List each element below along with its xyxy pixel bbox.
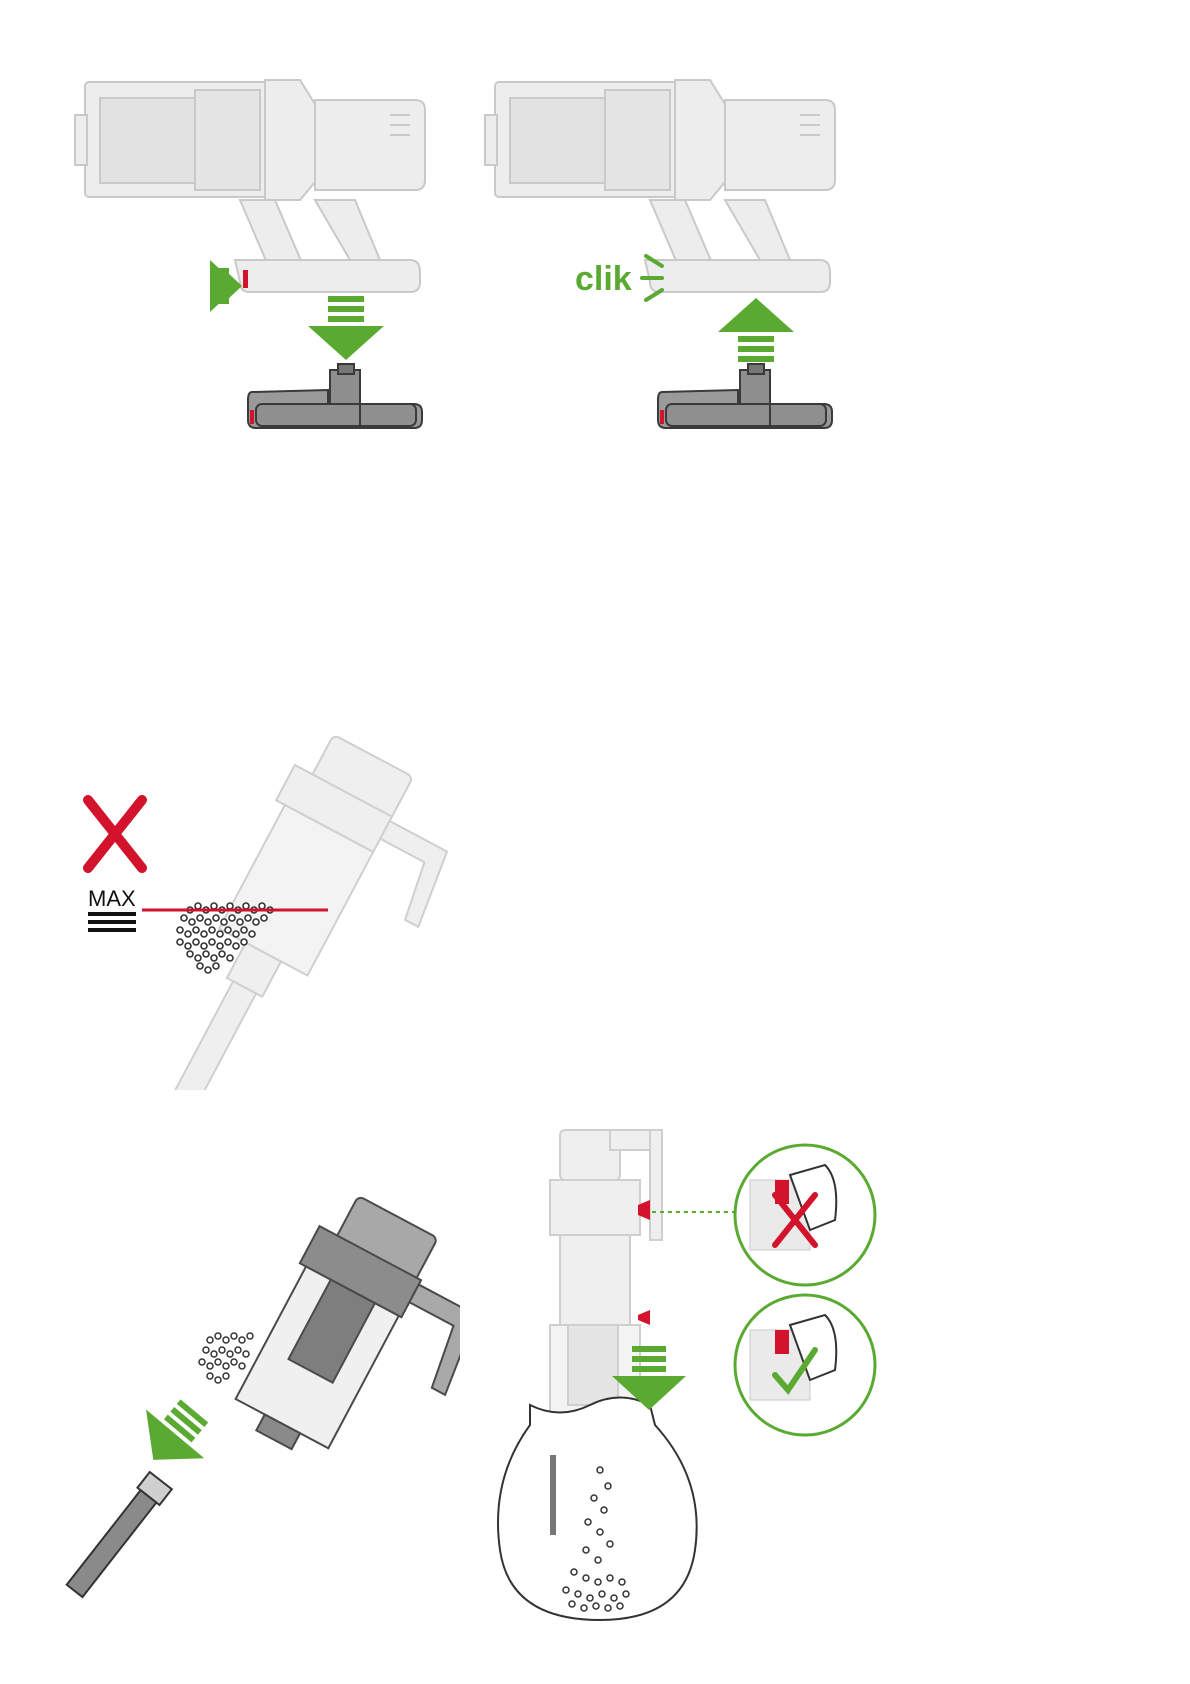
panel-battery-insert: clik: [470, 60, 840, 440]
correct-grip-inset: [735, 1295, 875, 1435]
empty-bin-illustration: [490, 1120, 880, 1640]
panel-remove-wand: [60, 1190, 460, 1610]
arrow-down-icon: [308, 296, 384, 360]
arrow-up-icon: [718, 298, 794, 362]
cross-icon: [88, 800, 142, 868]
max-label: MAX: [88, 886, 136, 911]
wrong-grip-inset: [735, 1145, 875, 1285]
max-fill-illustration: MAX: [70, 720, 450, 1090]
panel-empty-bin: [490, 1120, 880, 1640]
max-level-icon: [88, 912, 136, 932]
arrow-down-left-icon: [124, 1386, 223, 1484]
remove-wand-illustration: [60, 1190, 460, 1610]
battery-insert-illustration: clik: [470, 60, 840, 440]
dirt-particles: [199, 1333, 253, 1383]
clik-label: clik: [575, 260, 632, 298]
panel-max-fill-warning: MAX: [70, 720, 450, 1090]
waste-bag: [498, 1398, 697, 1621]
battery-removal-illustration: [60, 60, 430, 440]
panel-battery-removal: [60, 60, 430, 440]
